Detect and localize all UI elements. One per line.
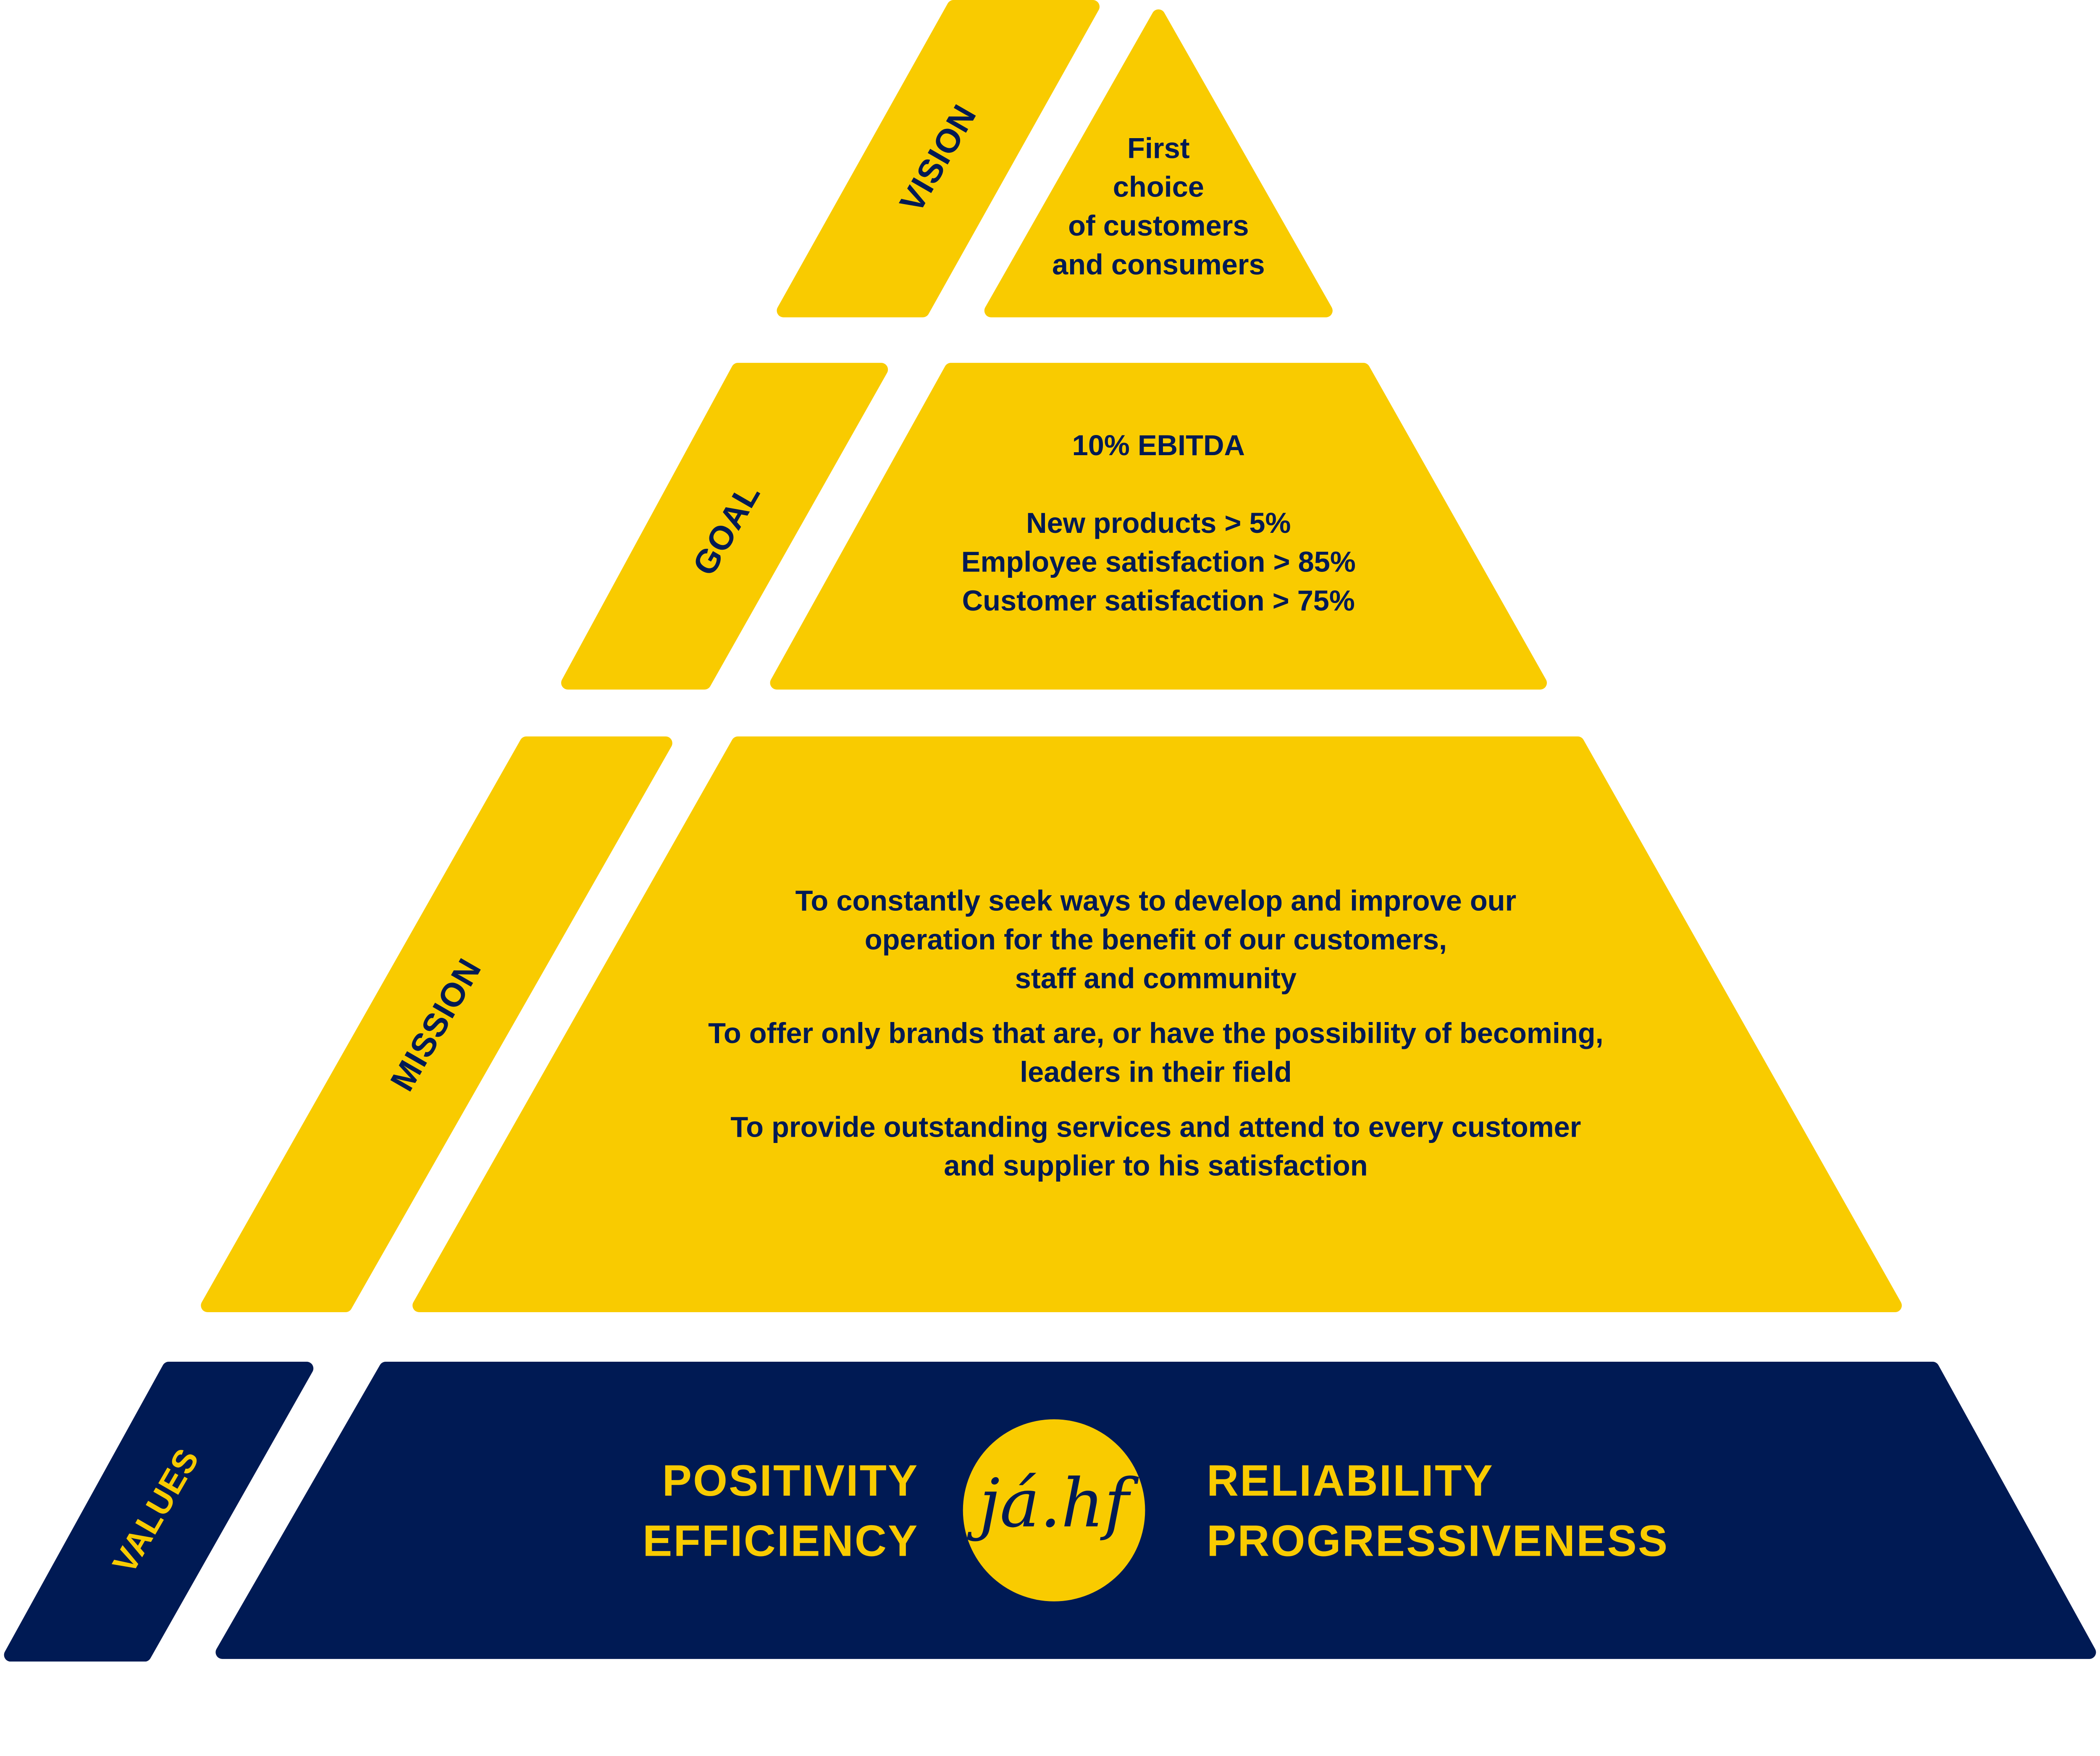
values-trapezoid <box>215 1361 2096 1659</box>
vision-triangle <box>984 9 1333 317</box>
vision-line: of customers <box>1068 210 1249 242</box>
company-logo: já.hf <box>963 1419 1145 1601</box>
goal-headline: 10% EBITDA <box>1072 429 1245 461</box>
mission-line: operation for the benefit of our custome… <box>865 923 1447 956</box>
goal-line: Employee satisfaction > 85% <box>961 546 1356 578</box>
mission-trapezoid <box>412 736 1902 1312</box>
mission-line: leaders in their field <box>1020 1056 1292 1088</box>
mission-line: and supplier to his satisfaction <box>944 1150 1368 1182</box>
vision-line: choice <box>1113 171 1204 203</box>
goal-label-band <box>561 363 888 690</box>
value-progressiveness: PROGRESSIVENESS <box>1207 1516 1669 1565</box>
mission-line: To provide outstanding services and atte… <box>730 1111 1581 1143</box>
strategy-pyramid: VISION First choice of customers and con… <box>4 0 2096 1662</box>
value-positivity: POSITIVITY <box>662 1456 919 1505</box>
value-efficiency: EFFICIENCY <box>643 1516 919 1565</box>
mission-label-band <box>201 736 672 1312</box>
mission-line: To offer only brands that are, or have t… <box>708 1017 1604 1049</box>
logo-text: já.hf <box>966 1464 1139 1542</box>
vision-line: First <box>1127 132 1190 164</box>
vision-label-band <box>777 0 1100 317</box>
mission-line: staff and community <box>1015 962 1297 994</box>
vision-line: and consumers <box>1052 249 1265 281</box>
goal-line: Customer satisfaction > 75% <box>962 584 1355 617</box>
goal-line: New products > 5% <box>1026 507 1291 539</box>
values-label-band <box>4 1361 314 1662</box>
goal-trapezoid <box>770 363 1547 690</box>
mission-line: To constantly seek ways to develop and i… <box>795 884 1517 917</box>
value-reliability: RELIABILITY <box>1207 1456 1494 1505</box>
